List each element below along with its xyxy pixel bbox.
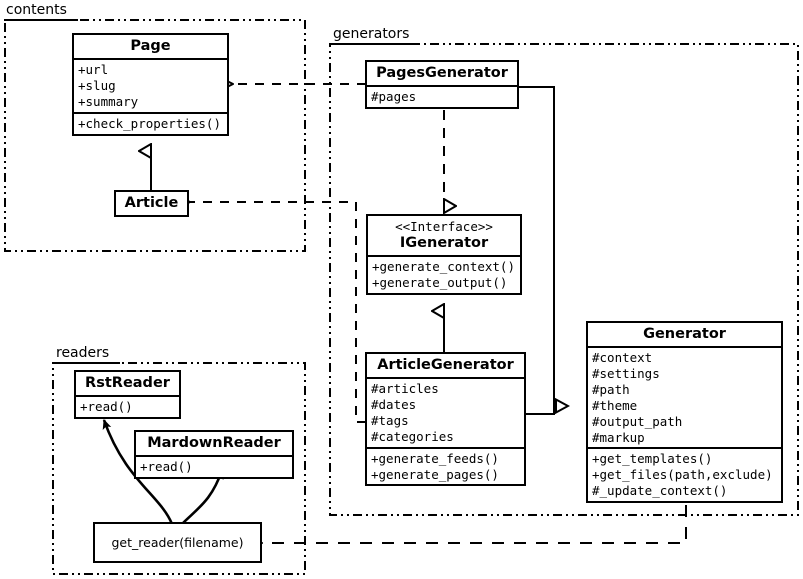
attribute-item: #theme xyxy=(592,397,638,413)
function-box-get-reader[interactable]: get_reader(filename) xyxy=(93,522,262,563)
attribute-item: #markup xyxy=(592,429,645,445)
class-attributes-pages-generator: #pages xyxy=(367,85,517,107)
package-label-contents: contents xyxy=(4,2,69,18)
class-name-pages-generator: PagesGenerator xyxy=(376,65,508,81)
class-name-rst-reader: RstReader xyxy=(85,375,170,391)
operation-item: +generate_context() xyxy=(372,258,515,274)
attribute-item: #pages xyxy=(371,89,417,105)
class-name-igenerator: <<Interface>> IGenerator xyxy=(368,216,520,255)
attribute-item: +slug xyxy=(78,78,116,94)
class-box-igenerator[interactable]: <<Interface>> IGenerator +generate_conte… xyxy=(366,214,522,295)
operation-item: +get_files(path,exclude) xyxy=(592,467,773,483)
attribute-item: +url xyxy=(78,62,109,78)
attribute-item: #articles xyxy=(371,381,439,397)
class-operations-article-generator: +generate_feeds() +generate_pages() xyxy=(367,446,524,485)
class-box-rst-reader[interactable]: RstReader +read() xyxy=(74,370,181,420)
class-name-generator: Generator xyxy=(643,326,726,342)
operation-item: #_update_context() xyxy=(592,483,728,499)
operation-item: +generate_feeds() xyxy=(371,450,499,466)
class-operations-mardown-reader: +read() xyxy=(136,455,292,477)
attribute-item: #context xyxy=(592,350,653,366)
operation-item: +check_properties() xyxy=(78,115,221,131)
relationship-generator-depends-getreader xyxy=(262,505,687,543)
attribute-item: #dates xyxy=(371,397,417,413)
class-box-mardown-reader[interactable]: MardownReader +read() xyxy=(134,430,294,480)
package-label-readers: readers xyxy=(54,345,112,361)
function-label-get-reader: get_reader(filename) xyxy=(111,535,244,550)
class-operations-generator: +get_templates() +get_files(path,exclude… xyxy=(588,447,781,501)
operation-item: +generate_output() xyxy=(372,274,508,290)
class-attributes-generator: #context #settings #path #theme #output_… xyxy=(588,346,781,447)
class-box-generator[interactable]: Generator #context #settings #path #them… xyxy=(586,321,783,504)
operation-item: +read() xyxy=(140,459,193,475)
class-box-article-generator[interactable]: ArticleGenerator #articles #dates #tags … xyxy=(365,352,526,487)
class-name-text-igenerator: IGenerator xyxy=(399,234,489,251)
attribute-item: #tags xyxy=(371,412,409,428)
class-name-mardown-reader: MardownReader xyxy=(147,435,281,451)
class-box-pages-generator[interactable]: PagesGenerator #pages xyxy=(365,60,519,110)
class-box-page[interactable]: Page +url +slug +summary +check_properti… xyxy=(72,33,229,136)
attribute-item: #categories xyxy=(371,428,454,444)
relationship-articlegenerator-generalizes-generator xyxy=(526,406,555,415)
attribute-item: #settings xyxy=(592,366,660,382)
class-name-article-generator: ArticleGenerator xyxy=(377,357,514,373)
relationship-articlegenerator-depends-article xyxy=(190,202,366,423)
class-box-article[interactable]: Article xyxy=(114,190,189,218)
class-attributes-page: +url +slug +summary xyxy=(74,58,227,112)
class-attributes-article-generator: #articles #dates #tags #categories xyxy=(367,377,524,447)
class-operations-igenerator: +generate_context() +generate_output() xyxy=(368,254,520,293)
class-operations-rst-reader: +read() xyxy=(76,395,179,417)
class-name-article: Article xyxy=(124,195,179,211)
attribute-item: #path xyxy=(592,381,630,397)
relationship-pagesgenerator-generalizes-generator xyxy=(519,86,568,406)
attribute-item: +summary xyxy=(78,93,139,109)
operation-item: +get_templates() xyxy=(592,451,713,467)
class-operations-page: +check_properties() xyxy=(74,111,227,134)
class-stereotype-igenerator: <<Interface>> xyxy=(395,219,493,234)
package-label-generators: generators xyxy=(331,26,412,42)
operation-item: +read() xyxy=(80,399,133,415)
operation-item: +generate_pages() xyxy=(371,466,499,482)
class-name-page: Page xyxy=(130,38,171,54)
attribute-item: #output_path xyxy=(592,413,683,429)
